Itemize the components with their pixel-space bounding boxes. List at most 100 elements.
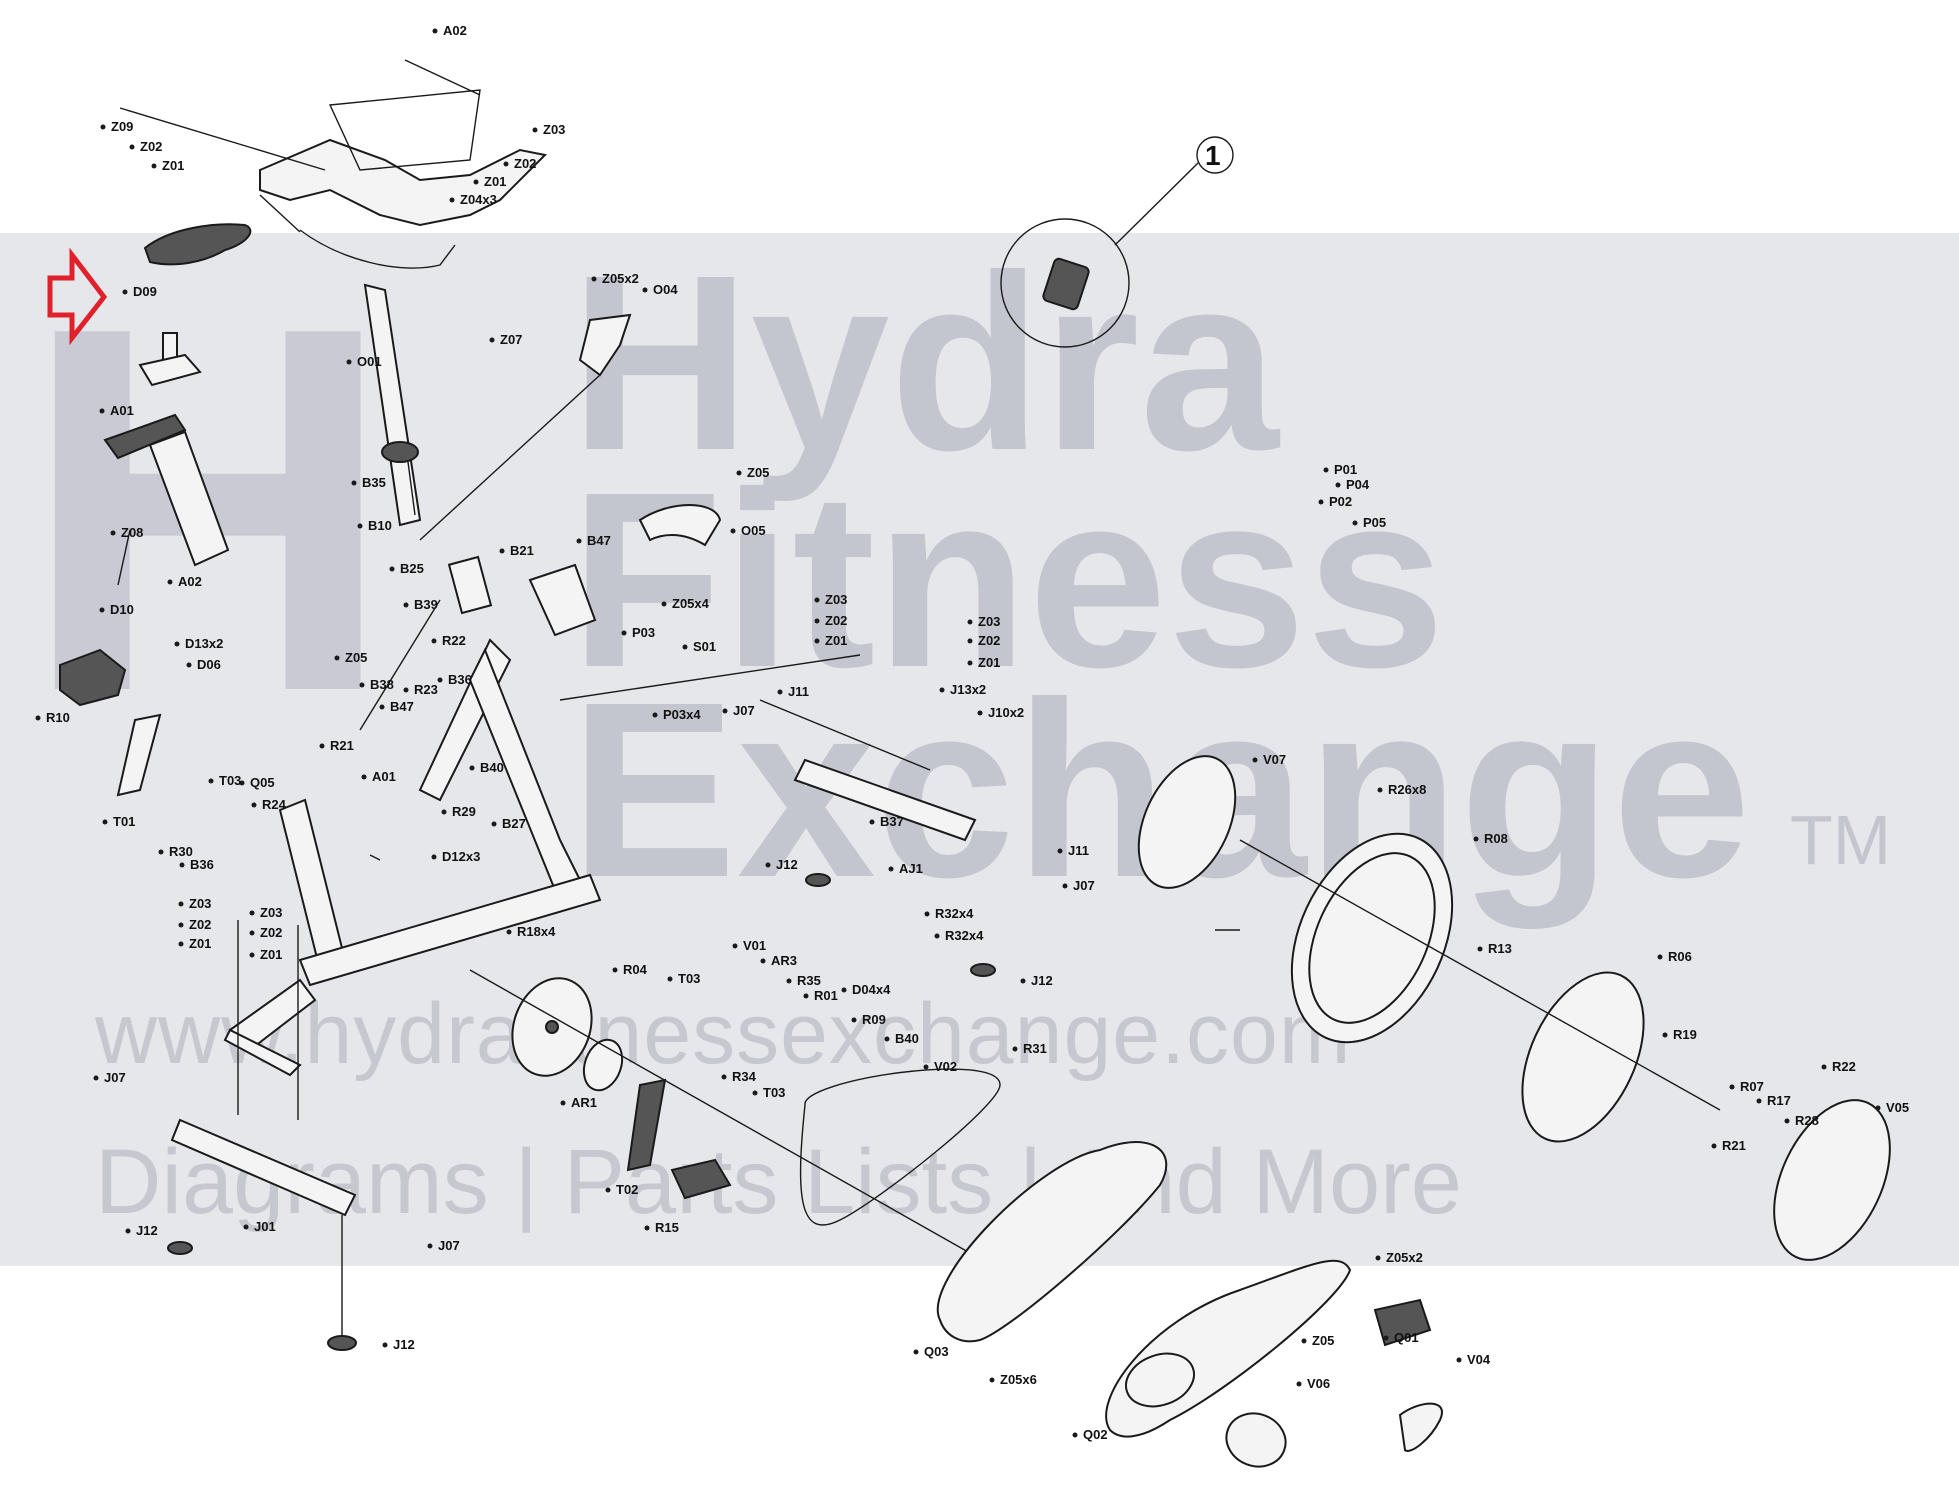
part-label-r06: R06 xyxy=(1668,949,1692,964)
part-label-r21: R21 xyxy=(1722,1138,1746,1153)
leader-dot xyxy=(110,530,116,536)
part-label-z03: Z03 xyxy=(189,896,211,911)
seat xyxy=(138,223,252,387)
part-label-j07: J07 xyxy=(438,1238,460,1253)
part-label-a02: A02 xyxy=(178,574,202,589)
part-label-j01: J01 xyxy=(254,1219,276,1234)
handlebar xyxy=(119,59,548,269)
leader-dot xyxy=(243,1224,249,1230)
part-label-b25: B25 xyxy=(400,561,424,576)
leader-dot xyxy=(129,144,135,150)
part-label-b36: B36 xyxy=(448,672,472,687)
part-label-r22: R22 xyxy=(1832,1059,1856,1074)
leader-dot xyxy=(403,602,409,608)
leader-dot xyxy=(473,179,479,185)
leader-dot xyxy=(752,1090,758,1096)
part-label-r17: R17 xyxy=(1767,1093,1791,1108)
part-label-b37: B37 xyxy=(880,814,904,829)
leader-dot xyxy=(1318,499,1324,505)
part-label-z05x2: Z05x2 xyxy=(602,271,639,286)
leader-dot xyxy=(682,644,688,650)
part-label-b10: B10 xyxy=(368,518,392,533)
part-label-z01: Z01 xyxy=(260,947,282,962)
leader-dot xyxy=(431,854,437,860)
part-label-r18x4: R18x4 xyxy=(517,924,556,939)
part-label-z02: Z02 xyxy=(978,633,1000,648)
leader-dot xyxy=(251,802,257,808)
part-label-j07: J07 xyxy=(1073,878,1095,893)
watermark-trademark: TM xyxy=(1790,801,1892,879)
leader-dot xyxy=(208,778,214,784)
leader-dot xyxy=(765,862,771,868)
part-label-r22: R22 xyxy=(442,633,466,648)
leader-dot xyxy=(730,528,736,534)
part-label-r07: R07 xyxy=(1740,1079,1764,1094)
leader-dot xyxy=(934,933,940,939)
leader-dot xyxy=(841,987,847,993)
part-label-r32x4: R32x4 xyxy=(935,906,974,921)
rear-stabilizer xyxy=(167,920,357,1351)
leader-dot xyxy=(499,548,505,554)
main-frame xyxy=(223,283,602,1077)
leader-dot xyxy=(851,1017,857,1023)
leader-dot xyxy=(249,930,255,936)
part-label-r01: R01 xyxy=(814,988,838,1003)
part-label-z01: Z01 xyxy=(189,936,211,951)
leader-dot xyxy=(576,538,582,544)
leader-dot xyxy=(389,566,395,572)
leader-dot xyxy=(924,911,930,917)
leader-dot xyxy=(721,1074,727,1080)
leader-dot xyxy=(1821,1064,1827,1070)
part-label-b21: B21 xyxy=(510,543,534,558)
leader-dot xyxy=(1662,1032,1668,1038)
leader-dot xyxy=(803,993,809,999)
part-label-o05: O05 xyxy=(741,523,766,538)
watermark-band xyxy=(0,233,1959,1266)
leader-dot xyxy=(661,601,667,607)
leader-dot xyxy=(441,809,447,815)
leader-dot xyxy=(382,1342,388,1348)
part-label-r26x8: R26x8 xyxy=(1388,782,1426,797)
leader-dot xyxy=(722,708,728,714)
leader-dot xyxy=(1875,1105,1881,1111)
leader-dot xyxy=(319,743,325,749)
leader-dot xyxy=(989,1377,995,1383)
leader-dot xyxy=(506,929,512,935)
leader-dot xyxy=(239,780,245,786)
part-label-d10: D10 xyxy=(110,602,134,617)
part-label-v07: V07 xyxy=(1263,752,1286,767)
part-label-a01: A01 xyxy=(372,769,396,784)
part-label-b36: B36 xyxy=(190,857,214,872)
leader-dot xyxy=(1711,1143,1717,1149)
leader-dot xyxy=(357,523,363,529)
leader-dot xyxy=(178,941,184,947)
leader-dot xyxy=(884,1036,890,1042)
leader-dot xyxy=(1383,1335,1389,1341)
part-label-r13: R13 xyxy=(1488,941,1512,956)
leader-dot xyxy=(449,197,455,203)
drive-belt xyxy=(799,1068,1001,1226)
leader-dot xyxy=(869,819,875,825)
part-label-b27: B27 xyxy=(502,816,526,831)
leader-dot xyxy=(179,862,185,868)
part-label-p02: P02 xyxy=(1329,494,1352,509)
flywheel xyxy=(1137,755,1891,1261)
leader-dot xyxy=(1335,482,1341,488)
part-label-r15: R15 xyxy=(655,1220,679,1235)
part-label-r31: R31 xyxy=(1023,1041,1047,1056)
left-pedal xyxy=(59,648,162,797)
part-label-s01: S01 xyxy=(693,639,716,654)
part-label-z08: Z08 xyxy=(121,525,143,540)
seat-post xyxy=(103,413,230,586)
part-label-r28: R28 xyxy=(1795,1113,1819,1128)
part-label-b47: B47 xyxy=(587,533,611,548)
leader-dot xyxy=(786,978,792,984)
leader-dot xyxy=(158,849,164,855)
part-label-d09: D09 xyxy=(133,284,157,299)
leader-dot xyxy=(1296,1381,1302,1387)
leader-dot xyxy=(621,630,627,636)
part-label-z01: Z01 xyxy=(825,633,847,648)
part-label-z03: Z03 xyxy=(543,122,565,137)
part-label-ar1: AR1 xyxy=(571,1095,597,1110)
